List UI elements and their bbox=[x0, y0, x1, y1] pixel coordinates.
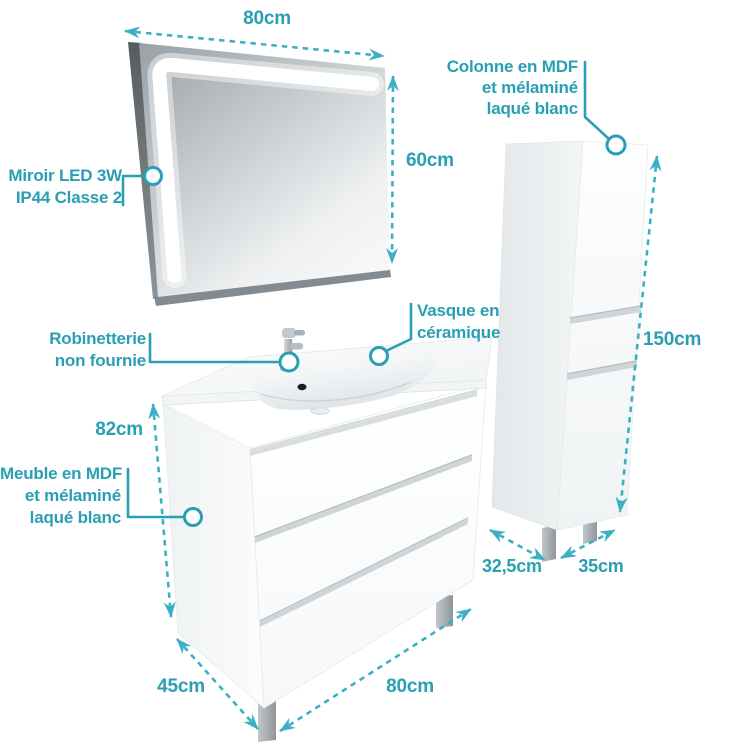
basin-material-line-2: céramique bbox=[417, 323, 501, 342]
vanity-front-face bbox=[249, 383, 487, 709]
vanity-cabinet bbox=[161, 328, 493, 742]
mirror-spec-connector bbox=[121, 174, 146, 207]
vanity-drawer-line-2 bbox=[259, 517, 469, 622]
vanity-drawer-line-0 bbox=[249, 389, 478, 451]
basin-bowl bbox=[254, 349, 437, 410]
mirror-led-strip bbox=[152, 57, 379, 283]
mirror-bottom-edge bbox=[154, 269, 391, 306]
mirror-spec-label: Miroir LED 3W IP44 Classe 2 bbox=[0, 165, 122, 209]
faucet-note-connector bbox=[148, 332, 282, 364]
vanity-drawer-line-1 bbox=[254, 454, 473, 538]
faucet-note-line-2: non fournie bbox=[54, 351, 146, 370]
basin-inner-curve bbox=[260, 381, 412, 402]
column-cabinet bbox=[491, 140, 649, 562]
vanity-handle-strip-1 bbox=[255, 456, 472, 543]
column-height-arrow bbox=[615, 155, 662, 513]
cabinet-height-label: 82cm bbox=[95, 419, 143, 440]
basin-overflow-hole bbox=[297, 383, 307, 391]
faucet-lever bbox=[294, 330, 305, 336]
cabinet-height-arrow bbox=[148, 403, 176, 618]
vanity-handle-strip-2 bbox=[260, 519, 468, 627]
faucet-note-line-1: Robinetterie bbox=[49, 329, 146, 348]
vanity-handle-strip-0 bbox=[250, 391, 477, 456]
cabinet-material-connector bbox=[126, 467, 186, 519]
cabinet-material-line-2: et mélaminé bbox=[24, 486, 121, 505]
mirror-callout-point bbox=[143, 166, 163, 186]
cabinet-width-label: 80cm bbox=[386, 676, 434, 697]
column-material-line-1: Colonne en MDF bbox=[446, 57, 579, 76]
faucet-head bbox=[282, 328, 296, 338]
basin-material-line-1: Vasque en bbox=[417, 301, 500, 320]
basin-drain bbox=[310, 407, 330, 415]
column-material-line-3: laqué blanc bbox=[486, 99, 579, 118]
basin-callout-point bbox=[369, 346, 389, 366]
faucet-callout-point bbox=[278, 351, 300, 373]
cabinet-material-line-3: laqué blanc bbox=[29, 508, 122, 527]
mirror-glass bbox=[139, 43, 390, 297]
column-material-line-2: et mélaminé bbox=[481, 78, 578, 97]
dimension-arrows bbox=[124, 26, 662, 733]
column-material-connector bbox=[583, 60, 611, 141]
column-leg-left bbox=[542, 525, 556, 562]
vanity-leg-left bbox=[258, 701, 276, 742]
mirror-spec-line-1: Miroir LED 3W bbox=[8, 166, 122, 185]
cabinet-material-line-1: Meuble en MDF bbox=[0, 464, 123, 483]
column-height-label: 150cm bbox=[643, 329, 702, 350]
callout-connectors bbox=[121, 60, 611, 519]
callout-points bbox=[143, 134, 627, 527]
mirror-width-arrow bbox=[124, 26, 385, 61]
column-depth-label: 32,5cm bbox=[482, 556, 542, 576]
vanity-side-panel bbox=[162, 403, 265, 709]
cabinet-callout-point bbox=[183, 507, 203, 527]
cabinet-material-label: Meuble en MDF et mélaminé laqué blanc bbox=[0, 463, 123, 529]
mirror bbox=[128, 42, 391, 306]
column-callout-point bbox=[605, 134, 627, 156]
mirror-width-label: 80cm bbox=[243, 8, 291, 29]
mirror-height-arrow bbox=[386, 75, 399, 264]
mirror-spec-line-2: IP44 Classe 2 bbox=[15, 188, 122, 207]
column-width-label: 35cm bbox=[578, 556, 624, 576]
column-material-label: Colonne en MDF et mélaminé laqué blanc bbox=[420, 56, 579, 119]
basin-material-connector bbox=[384, 302, 413, 353]
basin-material-label: Vasque en céramique bbox=[417, 300, 537, 344]
mirror-height-label: 60cm bbox=[406, 150, 454, 171]
cabinet-depth-label: 45cm bbox=[157, 676, 205, 697]
faucet-note-label: Robinetterie non fournie bbox=[20, 328, 146, 372]
faucet-spout bbox=[290, 343, 303, 350]
